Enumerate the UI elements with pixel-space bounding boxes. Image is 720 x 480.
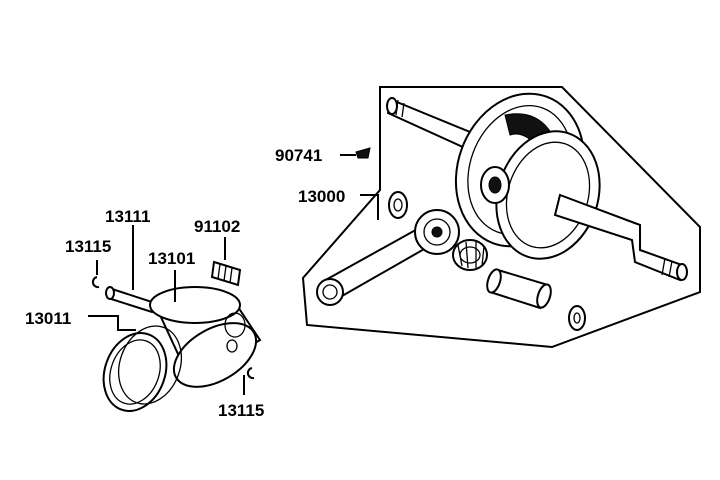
- woodruff-key-part: [355, 147, 371, 159]
- piston-rings-part: [102, 325, 182, 412]
- part-number-91102: 91102: [194, 217, 240, 236]
- part-number-13115-bottom: 13115: [218, 401, 264, 420]
- washer-part-upper: [388, 191, 408, 219]
- big-end-bearing-part: [452, 239, 488, 271]
- circlip-part-bottom: [246, 367, 255, 380]
- part-number-13111: 13111: [105, 207, 150, 226]
- piston-part: [149, 286, 262, 388]
- part-number-13000: 13000: [298, 187, 345, 206]
- part-number-13115-top: 13115: [65, 237, 111, 256]
- washer-part-lower: [568, 305, 586, 331]
- part-number-13011: 13011: [25, 309, 71, 328]
- part-number-13101: 13101: [148, 249, 195, 268]
- crank-group-pin-part: [486, 268, 552, 310]
- crankshaft-part: [386, 92, 688, 282]
- piston-pin-part: [105, 286, 157, 314]
- connecting-rod-part: [316, 209, 460, 306]
- part-number-90741: 90741: [275, 146, 322, 165]
- small-end-bearing-part: [210, 260, 242, 287]
- circlip-part-top: [91, 276, 100, 289]
- crankshaft-group-frame: [301, 86, 701, 349]
